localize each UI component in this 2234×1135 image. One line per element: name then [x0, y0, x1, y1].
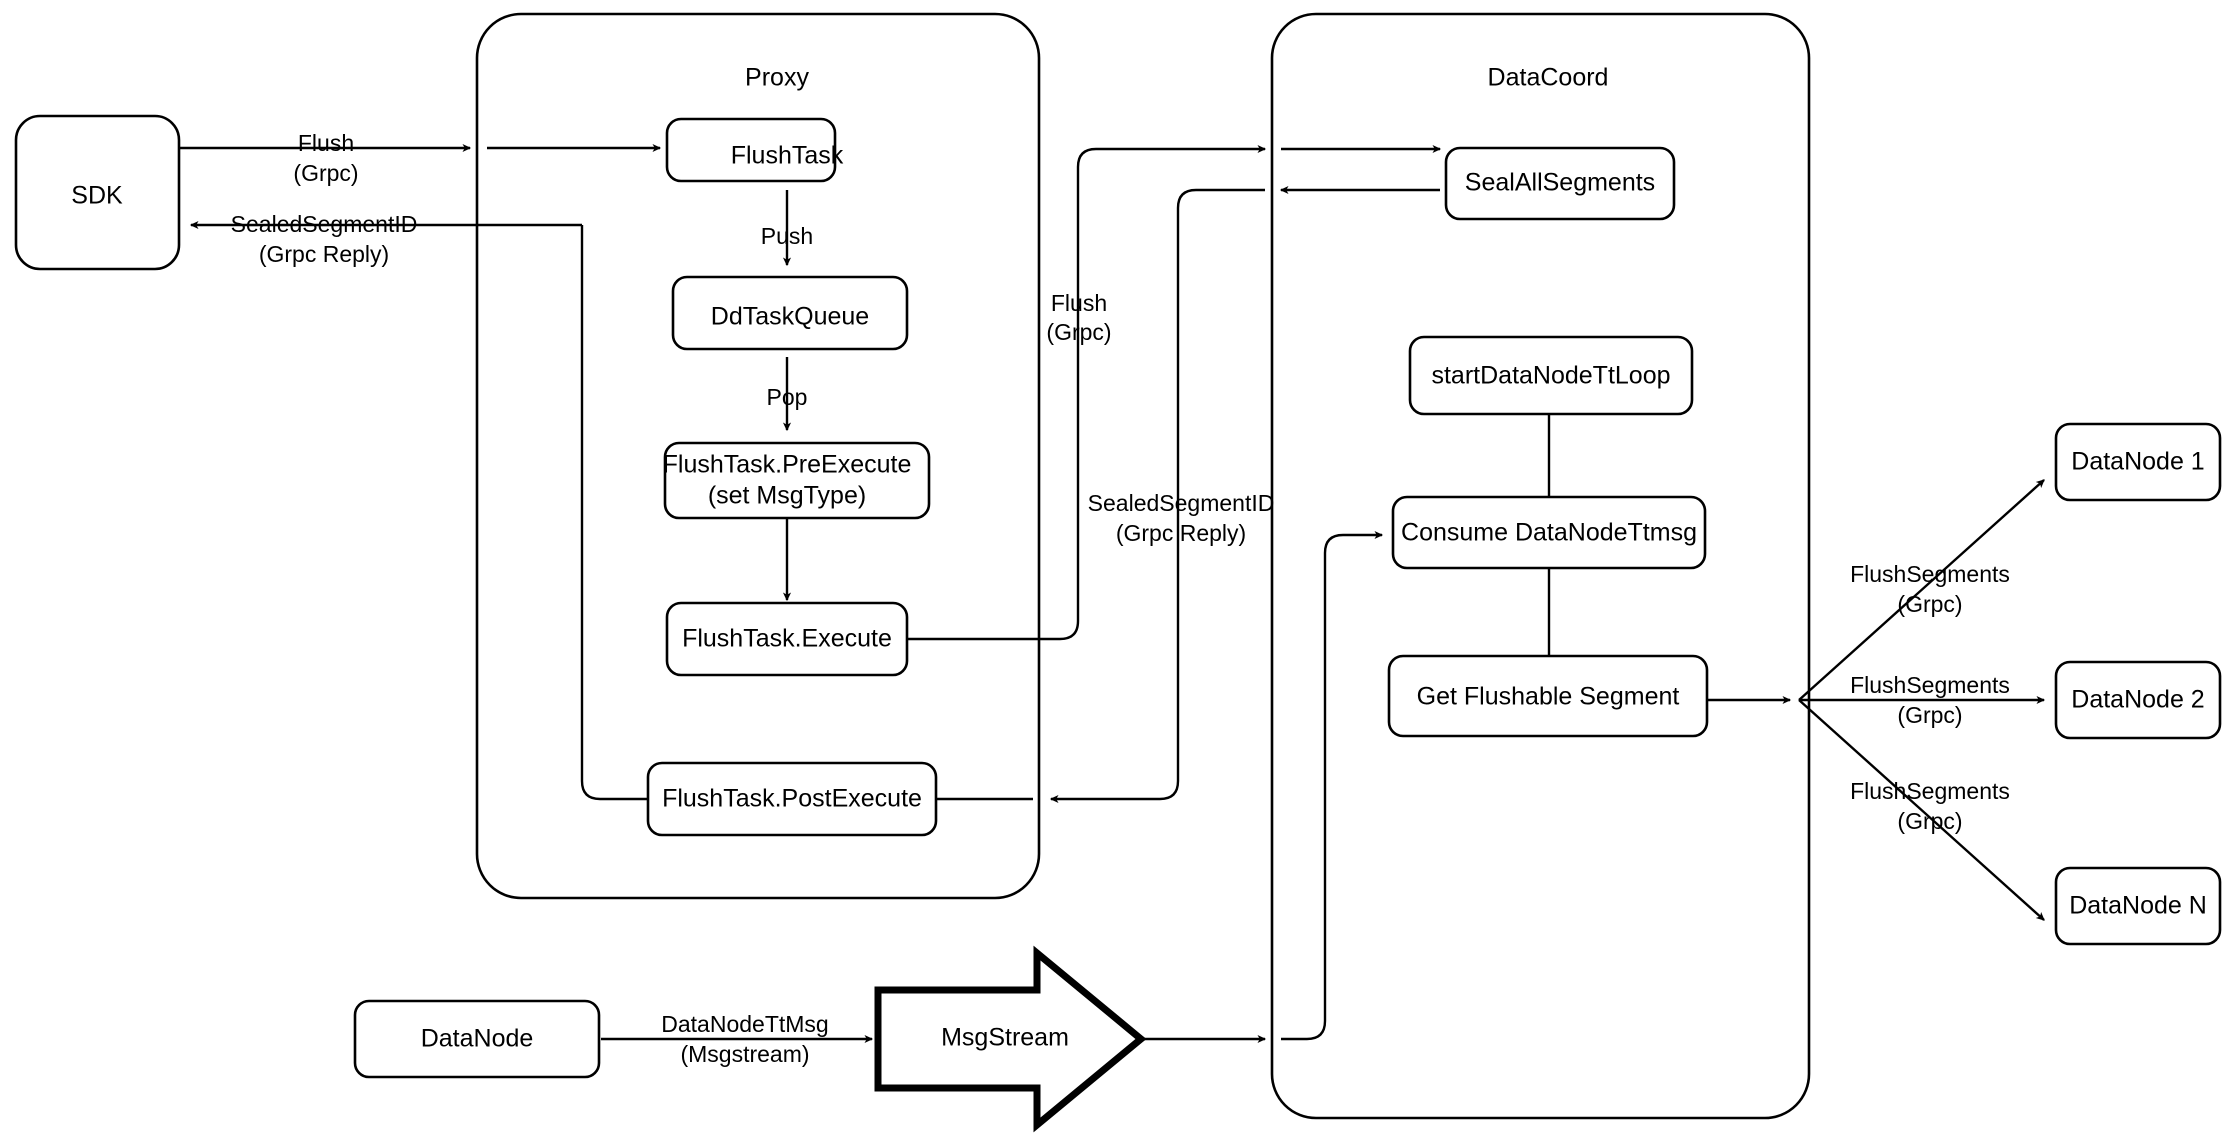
node-execute[interactable]: FlushTask.Execute	[665, 601, 909, 677]
edge-junction-to-datanode1	[1798, 479, 2045, 701]
node-preexecute[interactable]: FlushTask.PreExecute (set MsgType)	[663, 441, 931, 520]
datanode-producer-label: DataNode	[421, 1025, 534, 1053]
edge-label-datanodettmsg-line2: (Msgstream)	[680, 1041, 809, 1067]
edge-label-sdk-flush-line1: Flush	[298, 130, 354, 156]
getflushablesegment-label: Get Flushable Segment	[1417, 683, 1680, 711]
sealallsegments-box[interactable]	[1444, 146, 1676, 221]
node-datanode1[interactable]: DataNode 1	[2054, 422, 2222, 502]
node-sdk[interactable]: SDK	[14, 114, 181, 271]
node-flushtask[interactable]: FlushTask	[665, 117, 844, 183]
preexecute-box[interactable]	[663, 441, 931, 520]
node-getflushablesegment[interactable]: Get Flushable Segment	[1387, 654, 1709, 738]
sdk-box[interactable]	[14, 114, 181, 271]
node-sealallsegments[interactable]: SealAllSegments	[1444, 146, 1676, 221]
edge-label-pop: Pop	[767, 384, 808, 410]
edge-label-flushsegments2-line1: FlushSegments	[1850, 672, 2010, 698]
edge-label-flushsegments2-line2: (Grpc)	[1897, 702, 1962, 728]
datacoord-group-label: DataCoord	[1488, 64, 1609, 92]
edge-label-coord-proxy-reply-line1: SealedSegmentID	[1088, 490, 1275, 516]
proxy-group-label: Proxy	[745, 64, 809, 92]
edge-label-sealedsegmentid-line1: SealedSegmentID	[231, 211, 418, 237]
edge-label-push: Push	[761, 223, 813, 249]
edge-label-coord-proxy-reply-line2: (Grpc Reply)	[1116, 520, 1246, 546]
flushtask-label: FlushTask	[731, 142, 844, 170]
consumedatanodettmsg-box[interactable]	[1391, 495, 1707, 570]
node-msgstream[interactable]: MsgStream	[874, 945, 1147, 1133]
edge-label-flushsegments1-line1: FlushSegments	[1850, 561, 2010, 587]
postexecute-box[interactable]	[646, 761, 938, 837]
edge-execute-to-datacoord	[906, 144, 1267, 641]
node-datanoden[interactable]: DataNode N	[2054, 866, 2222, 946]
datanoden-box[interactable]	[2054, 866, 2222, 946]
msgstream-label: MsgStream	[941, 1024, 1069, 1052]
edge-postexecute-to-return-rail	[580, 225, 655, 801]
node-startdatanodettloop[interactable]: startDataNodeTtLoop	[1408, 335, 1694, 416]
getflushablesegment-box[interactable]	[1387, 654, 1709, 738]
ddtaskqueue-label: DdTaskQueue	[711, 303, 869, 331]
node-ddtaskqueue[interactable]: DdTaskQueue	[671, 275, 909, 351]
ddtaskqueue-box[interactable]	[671, 275, 909, 351]
edge-junction-to-datanoden	[1798, 699, 2045, 921]
execute-box[interactable]	[665, 601, 909, 677]
node-datanode-producer[interactable]: DataNode	[353, 999, 601, 1079]
sdk-label: SDK	[71, 182, 123, 210]
edge-label-sealedsegmentid-line2: (Grpc Reply)	[259, 241, 389, 267]
edge-label-flushsegmentsn-line1: FlushSegments	[1850, 778, 2010, 804]
edge-datacoord-border-to-consume	[1281, 530, 1384, 1041]
consumedatanodettmsg-label: Consume DataNodeTtmsg	[1401, 519, 1697, 547]
startdatanodettloop-label: startDataNodeTtLoop	[1431, 362, 1670, 390]
edge-label-datanodettmsg-line1: DataNodeTtMsg	[661, 1011, 828, 1037]
node-consumedatanodettmsg[interactable]: Consume DataNodeTtmsg	[1391, 495, 1707, 570]
datanode2-box[interactable]	[2054, 660, 2222, 740]
postexecute-label: FlushTask.PostExecute	[662, 785, 922, 813]
edge-label-proxy-coord-flush-line1: Flush	[1051, 290, 1107, 316]
startdatanodettloop-box[interactable]	[1408, 335, 1694, 416]
datanode2-label: DataNode 2	[2071, 686, 2204, 714]
datanode-producer-box[interactable]	[353, 999, 601, 1079]
edge-label-proxy-coord-flush-line2: (Grpc)	[1046, 319, 1111, 345]
preexecute-label-line1: FlushTask.PreExecute	[663, 451, 912, 479]
edge-label-flushsegments1-line2: (Grpc)	[1897, 591, 1962, 617]
preexecute-label-line2: (set MsgType)	[708, 482, 866, 510]
node-datanode2[interactable]: DataNode 2	[2054, 660, 2222, 740]
msgstream-arrow-shape[interactable]	[874, 945, 1147, 1133]
node-postexecute[interactable]: FlushTask.PostExecute	[646, 761, 938, 837]
datanoden-label: DataNode N	[2069, 892, 2207, 920]
datanode1-label: DataNode 1	[2071, 448, 2204, 476]
sealallsegments-label: SealAllSegments	[1465, 169, 1655, 197]
edge-datacoord-to-proxy-reply	[1049, 188, 1265, 804]
datanode1-box[interactable]	[2054, 422, 2222, 502]
edge-label-flushsegmentsn-line2: (Grpc)	[1897, 808, 1962, 834]
execute-label: FlushTask.Execute	[682, 625, 892, 653]
flushtask-box[interactable]	[665, 117, 837, 183]
edge-label-sdk-flush-line2: (Grpc)	[293, 160, 358, 186]
